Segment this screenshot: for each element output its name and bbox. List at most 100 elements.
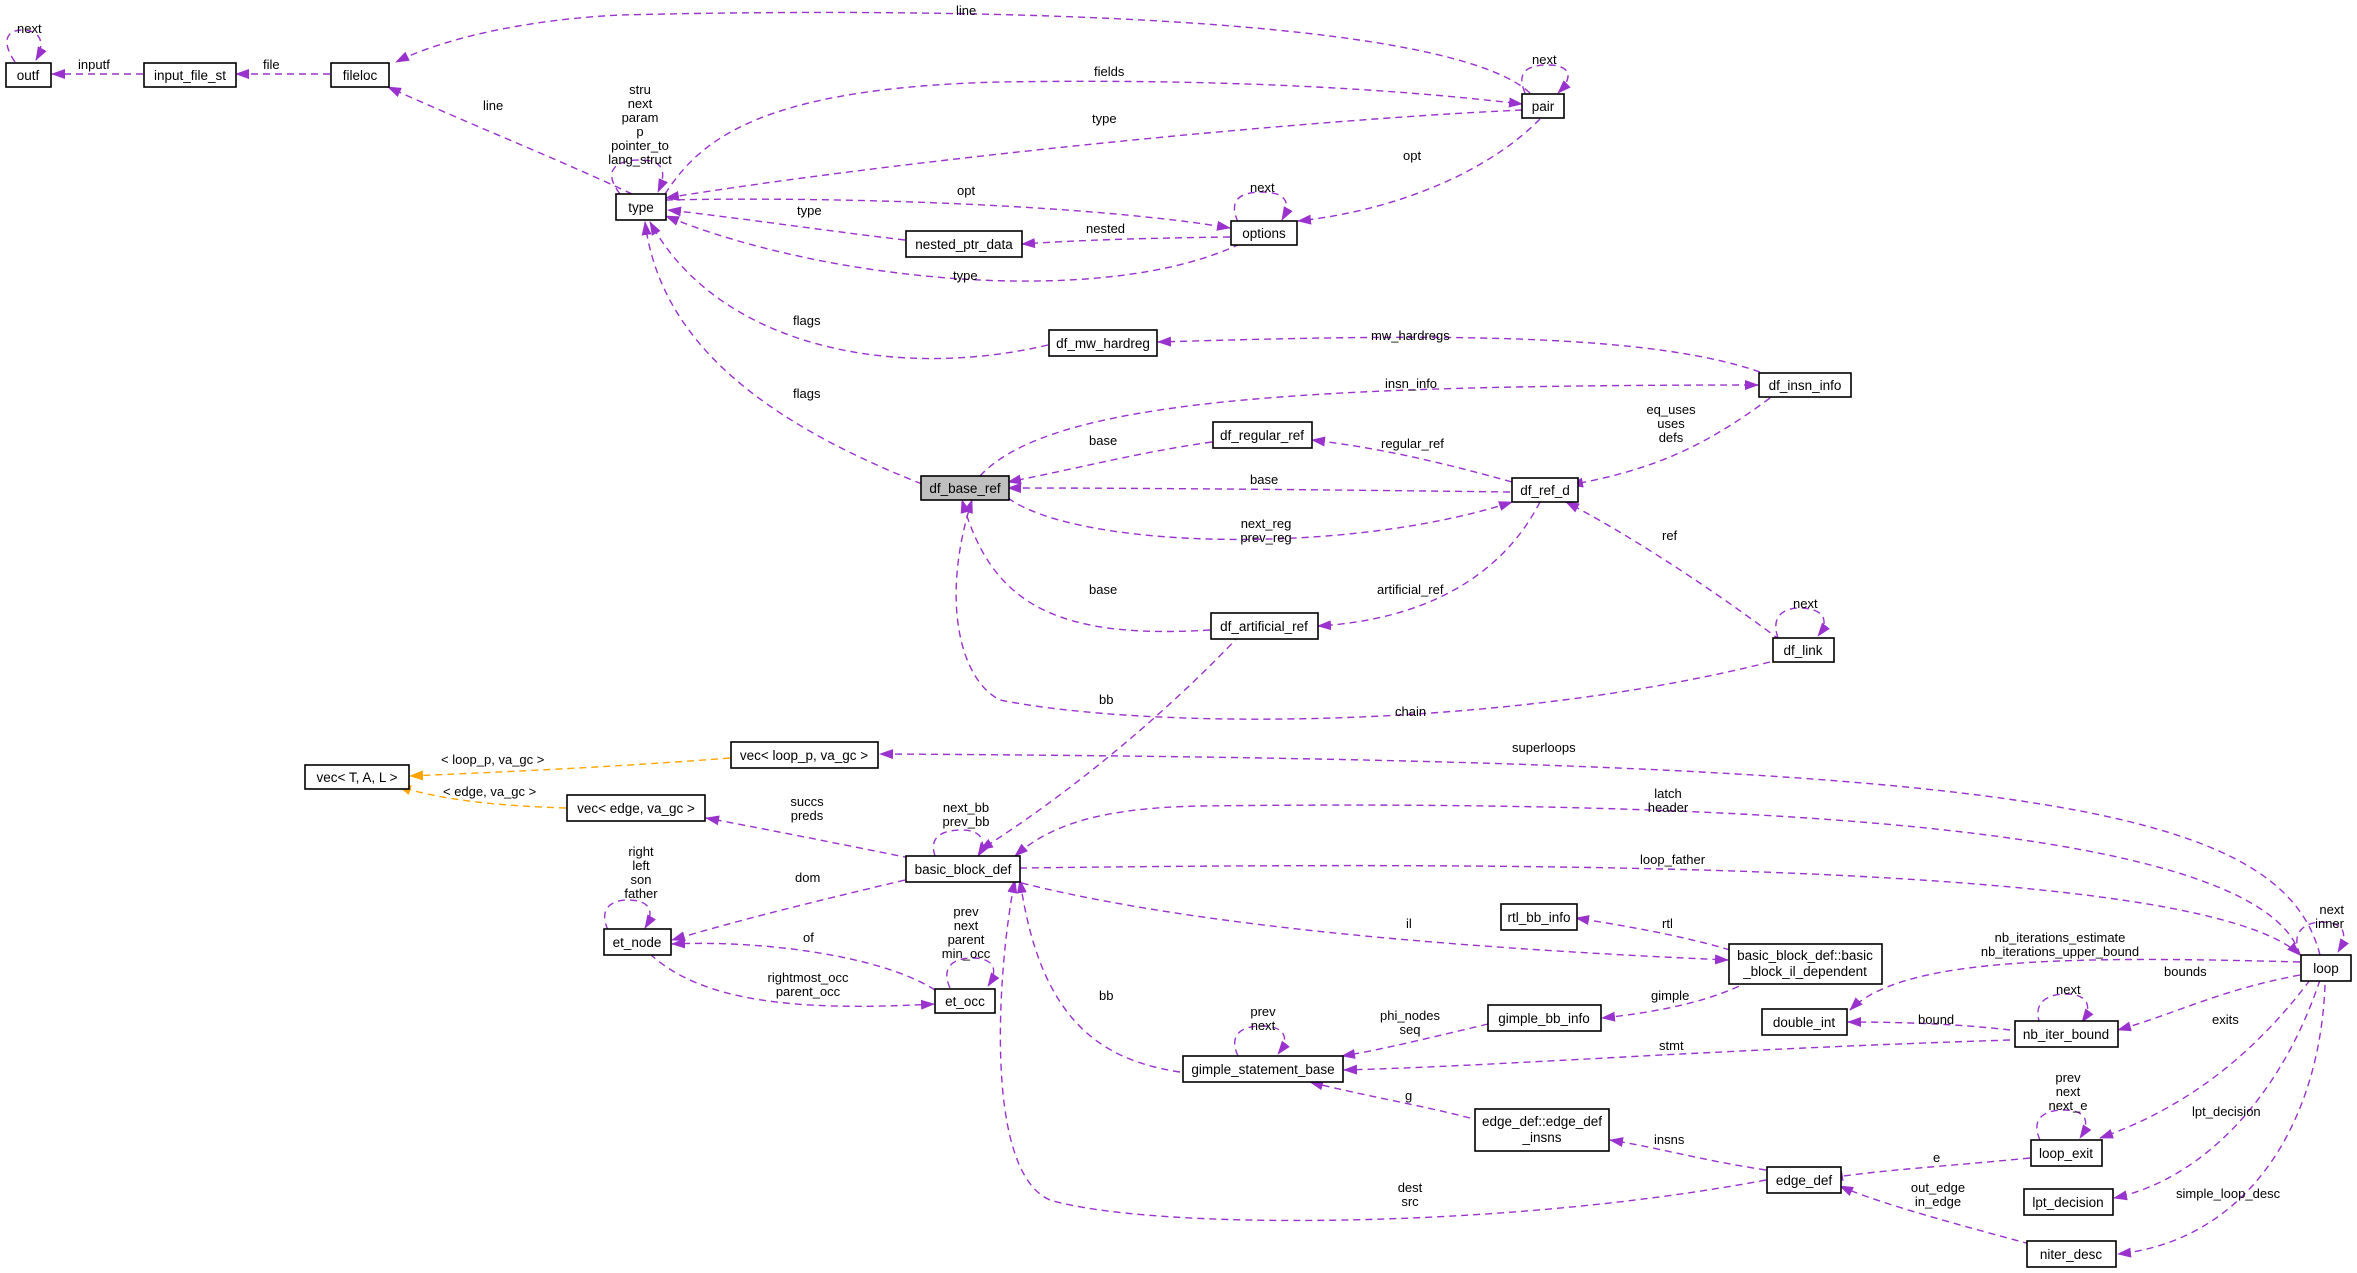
loop-self-labels: next inner xyxy=(2315,902,2345,931)
node-box xyxy=(1772,637,1835,663)
node-df-regular-ref[interactable]: df_regular_ref xyxy=(1212,421,1313,449)
node-box xyxy=(1048,329,1158,357)
node-box xyxy=(1474,1108,1610,1152)
label-superloops: superloops xyxy=(1512,740,1576,755)
node-nb-iter-bound[interactable]: nb_iter_bound xyxy=(2014,1020,2119,1048)
edge-nested xyxy=(1021,236,1231,249)
label-le-next: next xyxy=(2056,1084,2081,1099)
nodes: outf input_file_st fileloc pair type opt… xyxy=(5,62,2352,1268)
edge-line-type xyxy=(387,86,633,195)
edge-bb-gsb xyxy=(1016,879,1181,1073)
node-bb-il-dependent[interactable]: basic_block_def::basic_block_il_dependen… xyxy=(1728,943,1883,985)
edge-bb xyxy=(979,634,1241,851)
edge-opt xyxy=(665,198,1231,231)
node-box xyxy=(2030,1139,2103,1167)
edge-dom xyxy=(671,879,906,942)
edge-loop-p-tmpl xyxy=(409,757,731,781)
label-bb-gsb: bb xyxy=(1099,988,1113,1003)
label-options-next: next xyxy=(1250,180,1275,195)
label-loop-next: next xyxy=(2319,902,2344,917)
node-basic-block-def[interactable]: basic_block_def xyxy=(905,855,1021,883)
node-niter-desc[interactable]: niter_desc xyxy=(2026,1240,2117,1268)
node-edge-def[interactable]: edge_def xyxy=(1766,1166,1842,1194)
node-pair[interactable]: pair xyxy=(1521,93,1565,119)
node-label: basic_block_def::basic xyxy=(1737,948,1873,963)
node-et-node[interactable]: et_node xyxy=(603,928,672,956)
node-loop[interactable]: loop xyxy=(2300,954,2352,982)
label-in-edge: in_edge xyxy=(1915,1194,1961,1209)
node-rtl-bb-info[interactable]: rtl_bb_info xyxy=(1500,903,1578,931)
type-self-labels: stru next param p pointer_to lang_struct xyxy=(608,82,672,167)
phi-labels: phi_nodes seq xyxy=(1380,1008,1440,1037)
edge-stmt xyxy=(1343,1039,2011,1075)
edges xyxy=(6,11,2349,1258)
edge-line-pair xyxy=(395,11,1531,94)
node-label: options xyxy=(1242,226,1286,241)
edge-succs xyxy=(705,815,911,859)
edge-loop-father xyxy=(1019,864,2301,956)
node-label: pair xyxy=(1532,99,1555,114)
node-double-int[interactable]: double_int xyxy=(1761,1008,1848,1036)
node-fileloc[interactable]: fileloc xyxy=(330,62,390,88)
eq-uses-labels: eq_uses uses defs xyxy=(1646,402,1696,445)
label-nb-estimate: nb_iterations_estimate xyxy=(1995,930,2126,945)
node-box xyxy=(2014,1020,2119,1048)
node-label: lpt_decision xyxy=(2032,1195,2103,1210)
label-lpt-decision: lpt_decision xyxy=(2192,1104,2261,1119)
label-e: e xyxy=(1933,1150,1940,1165)
node-vec-tal[interactable]: vec< T, A, L > xyxy=(304,764,410,790)
node-df-mw-hardreg[interactable]: df_mw_hardreg xyxy=(1048,329,1158,357)
node-gimple-bb-info[interactable]: gimple_bb_info xyxy=(1487,1004,1602,1032)
node-lpt-decision[interactable]: lpt_decision xyxy=(2023,1188,2114,1216)
node-edge-def-insns[interactable]: edge_def::edge_def_insns xyxy=(1474,1108,1610,1152)
edge-chain xyxy=(955,499,1771,720)
label-occ-min: min_occ xyxy=(942,946,991,961)
node-df-ref-d[interactable]: df_ref_d xyxy=(1511,477,1579,503)
edge-latch xyxy=(1014,804,2301,956)
node-label: loop_exit xyxy=(2039,1146,2093,1161)
node-label: et_node xyxy=(613,935,662,950)
node-loop-exit[interactable]: loop_exit xyxy=(2030,1139,2103,1167)
label-il: il xyxy=(1406,916,1412,931)
node-input-file-st[interactable]: input_file_st xyxy=(143,62,237,88)
edge-of xyxy=(671,938,936,991)
edge-bound xyxy=(1847,1017,2011,1031)
node-label: df_ref_d xyxy=(1520,483,1570,498)
node-nested-ptr-data[interactable]: nested_ptr_data xyxy=(905,230,1023,258)
node-type[interactable]: type xyxy=(615,193,667,221)
rightmost-labels: rightmost_occ parent_occ xyxy=(768,970,849,999)
node-df-link[interactable]: df_link xyxy=(1772,637,1835,663)
label-latch: latch xyxy=(1654,786,1681,801)
label-loop-father: loop_father xyxy=(1640,852,1706,867)
gsb-self-labels: prev next xyxy=(1250,1004,1276,1033)
edge-type-options xyxy=(665,215,1241,282)
edge-et-self xyxy=(603,899,657,931)
label-flags-1: flags xyxy=(793,313,821,328)
node-outf[interactable]: outf xyxy=(5,62,52,88)
node-df-base-ref[interactable]: df_base_ref xyxy=(920,475,1010,501)
label-line-type: line xyxy=(483,98,503,113)
node-label: df_artificial_ref xyxy=(1220,619,1308,634)
node-box xyxy=(2026,1240,2117,1268)
node-box xyxy=(1728,943,1883,985)
succs-labels: succs preds xyxy=(790,794,824,823)
label-father: father xyxy=(624,886,658,901)
node-vec-loop-p[interactable]: vec< loop_p, va_gc > xyxy=(730,741,879,769)
edge-ref xyxy=(1565,501,1781,641)
node-options[interactable]: options xyxy=(1230,220,1298,246)
node-label: input_file_st xyxy=(154,68,226,83)
node-label: type xyxy=(628,200,654,215)
node-et-occ[interactable]: et_occ xyxy=(934,988,996,1014)
node-df-insn-info[interactable]: df_insn_info xyxy=(1758,372,1852,398)
node-df-artificial-ref[interactable]: df_artificial_ref xyxy=(1210,612,1319,640)
node-gimple-statement-base[interactable]: gimple_statement_base xyxy=(1182,1055,1344,1083)
label-inputf: inputf xyxy=(78,57,110,72)
label-type-stru: stru xyxy=(629,82,651,97)
label-insn-info: insn_info xyxy=(1385,376,1437,391)
node-vec-edge[interactable]: vec< edge, va_gc > xyxy=(566,794,706,822)
node-label: fileloc xyxy=(343,68,378,83)
node-box xyxy=(730,741,879,769)
node-label: edge_def xyxy=(1776,1173,1833,1188)
node-label: gimple_statement_base xyxy=(1191,1062,1334,1077)
